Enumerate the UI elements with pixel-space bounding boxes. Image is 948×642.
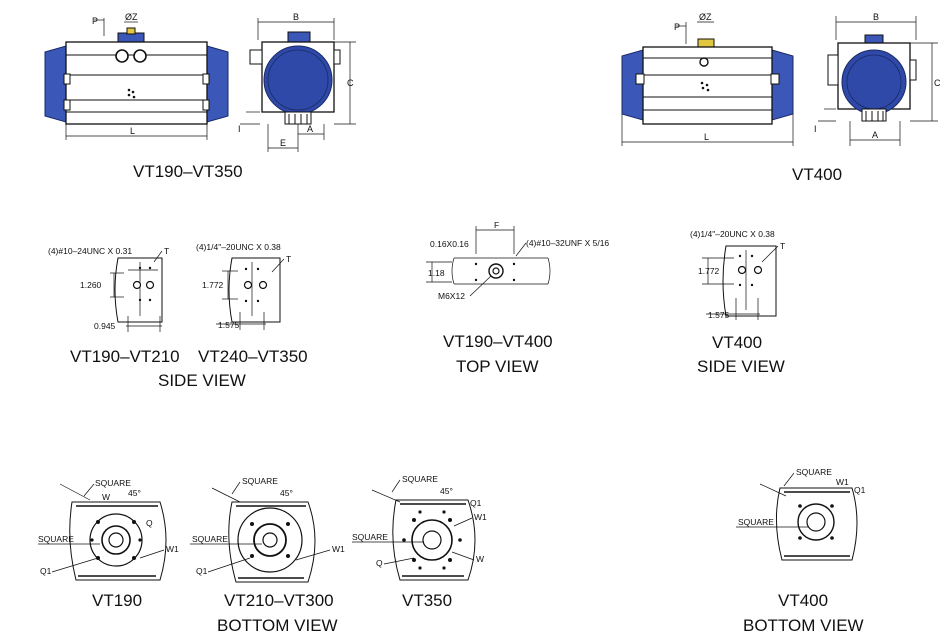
- vt190-label-square: SQUARE: [95, 478, 131, 488]
- vt350-label-w: W: [476, 554, 484, 564]
- vt210-label-square: SQUARE: [242, 476, 278, 486]
- dim-label-p-vt400: P: [674, 22, 680, 32]
- top-view-vt190-vt400-drawing: F 0.16X0.16 (4)#10–32UNF X 5/16 1.18 M6X…: [426, 220, 609, 301]
- vt210-label-q1: Q1: [196, 566, 208, 576]
- vt190-label-q: Q: [146, 518, 153, 528]
- dim-label-a-vt400: A: [872, 130, 878, 140]
- actuator-front-view-vt400: P ØZ L: [621, 12, 794, 146]
- vt350-label-square-2: SQUARE: [352, 532, 388, 542]
- caption-side-vt240-vt350: VT240–VT350: [198, 347, 308, 366]
- dim-label-p: P: [92, 16, 98, 26]
- vt350-label-square: SQUARE: [402, 474, 438, 484]
- side3-width-value: 1.575: [708, 310, 730, 320]
- caption-top-view: TOP VIEW: [456, 357, 539, 376]
- actuator-end-view-vt190-vt350: B C A E I: [238, 12, 356, 152]
- dim-label-i: I: [238, 124, 241, 134]
- side3-thread-spec: (4)1/4"–20UNC X 0.38: [690, 229, 775, 239]
- bottom-view-vt190-drawing: SQUARE W 45° SQUARE Q W1 Q1: [38, 478, 179, 581]
- vt350-label-45: 45°: [440, 486, 453, 496]
- vt210-label-w1: W1: [332, 544, 345, 554]
- side-view-vt190-vt210-drawing: (4)#10–24UNC X 0.31 T 1.260 0.945: [48, 246, 169, 332]
- side2-height-value: 1.772: [202, 280, 224, 290]
- dim-label-l-vt400: L: [704, 132, 709, 142]
- side-view-vt400-drawing: (4)1/4"–20UNC X 0.38 T 1.772 1.575: [690, 229, 785, 320]
- top-screw-spec: M6X12: [438, 291, 465, 301]
- caption-bottom-vt210-vt300: VT210–VT300: [224, 591, 334, 610]
- vt190-label-w1: W1: [166, 544, 179, 554]
- vt190-label-square-2: SQUARE: [38, 534, 74, 544]
- vt190-label-w: W: [102, 492, 110, 502]
- bottom-view-vt400-drawing: SQUARE W1 Q1 SQUARE: [736, 467, 866, 561]
- bottom-view-vt210-vt300-drawing: SQUARE 45° SQUARE W1 Q1: [190, 476, 345, 583]
- dim-label-a: A: [307, 124, 313, 134]
- dim-label-phi-z-vt400: ØZ: [699, 12, 712, 22]
- vt400-label-square: SQUARE: [796, 467, 832, 477]
- side1-height-value: 1.260: [80, 280, 102, 290]
- caption-bottom-vt400: VT400: [778, 591, 828, 610]
- top-offset-value: 0.16X0.16: [430, 239, 469, 249]
- side1-label-t: T: [164, 246, 169, 256]
- side3-height-value: 1.772: [698, 266, 720, 276]
- vt350-label-q: Q: [376, 558, 383, 568]
- vt210-label-square-2: SQUARE: [192, 534, 228, 544]
- dim-label-b-vt400: B: [873, 12, 879, 22]
- caption-vt190-vt350: VT190–VT350: [133, 162, 243, 181]
- caption-bottom-vt190: VT190: [92, 591, 142, 610]
- caption-bottom-vt350: VT350: [402, 591, 452, 610]
- actuator-front-view-vt190-vt350: P ØZ L: [44, 12, 229, 140]
- side1-width-value: 0.945: [94, 321, 116, 331]
- side2-label-t: T: [286, 254, 291, 264]
- vt400-label-w1: W1: [836, 477, 849, 487]
- side-view-vt240-vt350-drawing: (4)1/4"–20UNC X 0.38 T 1.772 1.575: [196, 242, 291, 330]
- vt210-label-45: 45°: [280, 488, 293, 498]
- side2-thread-spec: (4)1/4"–20UNC X 0.38: [196, 242, 281, 252]
- dim-label-l: L: [130, 126, 135, 136]
- top-thread-spec: (4)#10–32UNF X 5/16: [526, 238, 609, 248]
- dim-label-b: B: [293, 12, 299, 22]
- vt350-label-q1: Q1: [470, 498, 482, 508]
- vt400-label-square-2: SQUARE: [738, 517, 774, 527]
- caption-side-vt190-vt210: VT190–VT210: [70, 347, 180, 366]
- vt190-label-45: 45°: [128, 488, 141, 498]
- caption-side-view-2: SIDE VIEW: [697, 357, 785, 376]
- dim-label-c: C: [347, 78, 354, 88]
- caption-side-view-1: SIDE VIEW: [158, 371, 246, 390]
- actuator-end-view-vt400: B C A I: [814, 12, 941, 146]
- dim-label-phi-z: ØZ: [125, 12, 138, 22]
- dim-label-e: E: [280, 138, 286, 148]
- top-height-value: 1.18: [428, 268, 445, 278]
- vt400-label-q1: Q1: [854, 485, 866, 495]
- dim-label-i-vt400: I: [814, 124, 817, 134]
- caption-bottom-view-1: BOTTOM VIEW: [217, 616, 338, 635]
- top-label-f: F: [494, 220, 499, 230]
- side3-label-t: T: [780, 241, 785, 251]
- caption-vt400-front: VT400: [792, 165, 842, 184]
- caption-side-vt400: VT400: [712, 333, 762, 352]
- bottom-view-vt350-drawing: SQUARE 45° SQUARE Q1 W1 W Q: [352, 474, 487, 581]
- dim-label-c-vt400: C: [934, 78, 941, 88]
- side1-thread-spec: (4)#10–24UNC X 0.31: [48, 246, 132, 256]
- side2-width-value: 1.575: [218, 320, 240, 330]
- vt190-label-q1: Q1: [40, 566, 52, 576]
- caption-top-vt190-vt400: VT190–VT400: [443, 332, 553, 351]
- vt350-label-w1: W1: [474, 512, 487, 522]
- caption-bottom-view-2: BOTTOM VIEW: [743, 616, 864, 635]
